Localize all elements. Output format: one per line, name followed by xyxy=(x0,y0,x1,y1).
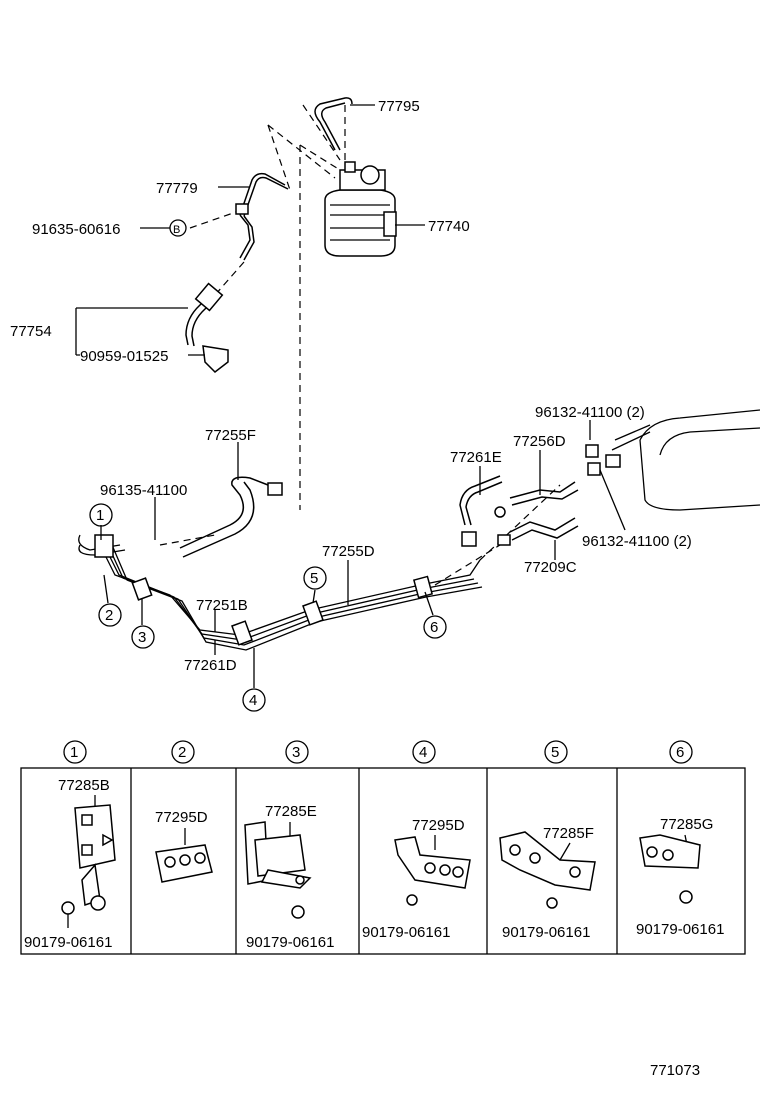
svg-text:B: B xyxy=(173,224,180,236)
label-77740: 77740 xyxy=(428,218,470,235)
panel-4-part-label: 77295D xyxy=(412,817,465,834)
svg-text:6: 6 xyxy=(430,619,438,636)
marker-3: 3 xyxy=(131,625,155,649)
detail-headers: 1 2 3 4 5 6 xyxy=(63,740,693,764)
panel-6-part-label: 77285G xyxy=(660,816,713,833)
marker-1: 1 xyxy=(89,503,113,527)
vent-hose-77779 xyxy=(235,172,289,261)
detail-marker-6: 6 xyxy=(669,740,693,764)
svg-text:1: 1 xyxy=(70,744,78,761)
svg-text:4: 4 xyxy=(249,692,257,709)
panel-1-bolt-label: 90179-06161 xyxy=(24,934,112,951)
label-77255F: 77255F xyxy=(205,427,256,444)
figure-number: 771073 xyxy=(650,1062,700,1079)
svg-text:4: 4 xyxy=(419,744,427,761)
panel-5-part-label: 77285F xyxy=(543,825,594,842)
svg-text:5: 5 xyxy=(551,744,559,761)
clamp-77295D-b: 77295D 90179-06161 xyxy=(362,817,471,941)
label-96135-41100: 96135-41100 xyxy=(100,482,187,499)
label-leaders xyxy=(75,104,626,688)
clamp-77285E: 77285E 90179-06161 xyxy=(244,803,334,951)
svg-text:2: 2 xyxy=(178,744,186,761)
detail-marker-3: 3 xyxy=(285,740,309,764)
label-96132-41100-bottom: 96132-41100 (2) xyxy=(582,533,692,550)
detail-table xyxy=(20,767,746,955)
hose-77255F xyxy=(179,476,283,558)
detail-marker-2: 2 xyxy=(171,740,195,764)
svg-text:5: 5 xyxy=(310,570,318,587)
panel-6-bolt-label: 90179-06161 xyxy=(636,921,724,938)
marker-2: 2 xyxy=(98,603,122,627)
fuel-lines xyxy=(78,484,561,651)
panel-2-part-label: 77295D xyxy=(155,809,208,826)
detail-marker-4: 4 xyxy=(412,740,436,764)
svg-text:1: 1 xyxy=(96,507,104,524)
fuel-tank xyxy=(585,409,760,511)
label-96132-41100-top: 96132-41100 (2) xyxy=(535,404,645,421)
circled-markers: B 1 2 3 4 5 6 xyxy=(89,219,447,712)
marker-5: 5 xyxy=(303,566,327,590)
clamp-77285G: 77285G 90179-06161 xyxy=(636,816,724,938)
label-77209C: 77209C xyxy=(524,559,577,576)
panel-3-part-label: 77285E xyxy=(265,803,317,820)
panel-5-bolt-label: 90179-06161 xyxy=(502,924,590,941)
label-77261E: 77261E xyxy=(450,449,502,466)
svg-text:6: 6 xyxy=(676,744,684,761)
charcoal-canister xyxy=(324,161,397,257)
label-77779: 77779 xyxy=(156,180,198,197)
hose-77261E xyxy=(459,475,503,547)
svg-text:2: 2 xyxy=(105,607,113,624)
panel-3-bolt-label: 90179-06161 xyxy=(246,934,334,951)
panel-1-part-label: 77285B xyxy=(58,777,110,794)
label-77795: 77795 xyxy=(378,98,420,115)
detail-marker-5: 5 xyxy=(544,740,568,764)
svg-text:3: 3 xyxy=(138,629,146,646)
marker-b: B xyxy=(169,219,187,237)
hose-77209C xyxy=(497,517,579,546)
hose-77754 xyxy=(185,282,229,373)
clamp-77285F: 77285F 90179-06161 xyxy=(499,825,596,941)
panel-4-bolt-label: 90179-06161 xyxy=(362,924,450,941)
label-77256D: 77256D xyxy=(513,433,566,450)
label-77261D: 77261D xyxy=(184,657,237,674)
detail-marker-1: 1 xyxy=(63,740,87,764)
label-90959-01525: 90959-01525 xyxy=(80,348,168,365)
clamp-77295D-a: 77295D xyxy=(155,809,213,883)
dashed-leader-lines xyxy=(189,124,341,510)
marker-4: 4 xyxy=(242,688,266,712)
label-77255D: 77255D xyxy=(322,543,375,560)
clamp-77285B: 77285B 90179-06161 xyxy=(24,777,116,951)
label-77754: 77754 xyxy=(10,323,52,340)
label-77251B: 77251B xyxy=(196,597,248,614)
hose-77256D xyxy=(494,481,579,518)
callout-labels: 77795 77779 91635-60616 77740 77754 9095… xyxy=(10,98,692,674)
vent-tube-77795 xyxy=(302,97,353,165)
svg-text:3: 3 xyxy=(292,744,300,761)
label-91635-60616: 91635-60616 xyxy=(32,221,120,238)
marker-6: 6 xyxy=(423,615,447,639)
